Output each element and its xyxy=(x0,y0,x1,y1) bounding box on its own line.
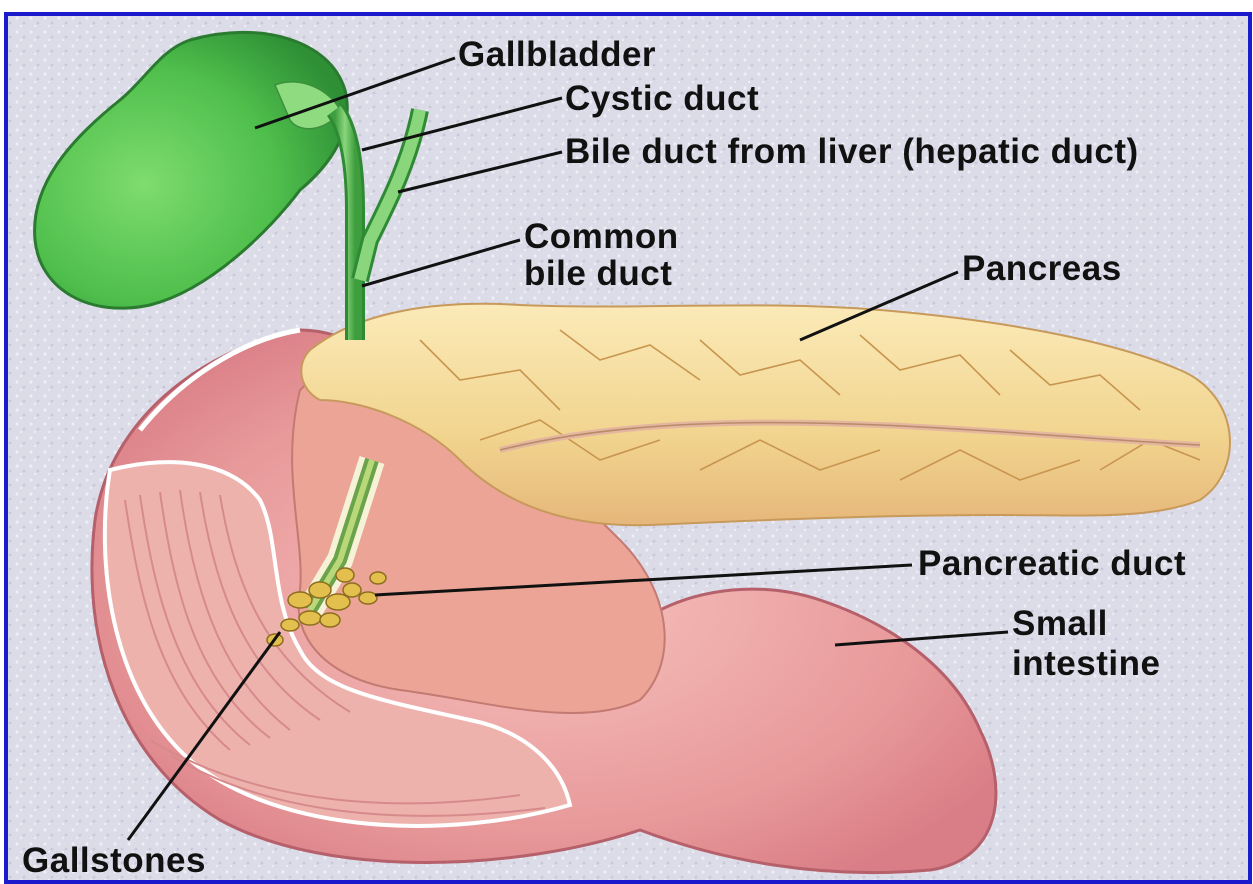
label-common-bile-duct-line2: bile duct xyxy=(524,255,672,293)
label-pancreas: Pancreas xyxy=(962,250,1122,288)
label-gallstones: Gallstones xyxy=(22,842,206,880)
label-small-intestine-line1: Small xyxy=(1012,605,1108,643)
label-cystic-duct: Cystic duct xyxy=(565,80,759,118)
label-gallbladder: Gallbladder xyxy=(458,36,656,74)
label-hepatic-duct: Bile duct from liver (hepatic duct) xyxy=(565,133,1139,171)
label-pancreatic-duct: Pancreatic duct xyxy=(918,545,1186,583)
label-common-bile-duct-line1: Common xyxy=(524,218,679,256)
label-small-intestine-line2: intestine xyxy=(1012,645,1160,683)
